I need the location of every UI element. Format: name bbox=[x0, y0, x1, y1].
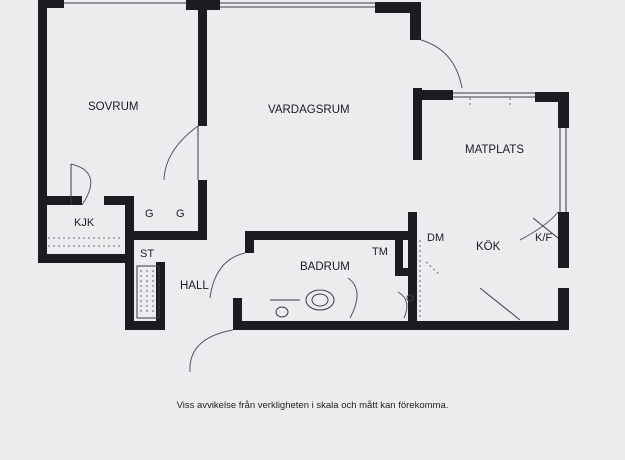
room-label-kjk: KJK bbox=[74, 217, 95, 229]
room-label-sovrum: SOVRUM bbox=[88, 101, 138, 113]
room-labels: SOVRUM VARDAGSRUM MATPLATS KJK G G ST HA… bbox=[74, 101, 552, 292]
room-label-hall: HALL bbox=[180, 280, 209, 292]
room-label-st: ST bbox=[140, 248, 154, 260]
room-label-kf: K/F bbox=[535, 232, 552, 244]
windows bbox=[64, 2, 567, 212]
disclaimer-caption: Viss avvikelse från verkligheten i skala… bbox=[176, 400, 449, 411]
room-label-tm: TM bbox=[372, 246, 388, 258]
room-label-kok: KÖK bbox=[476, 241, 501, 253]
room-label-g-1: G bbox=[145, 208, 154, 220]
room-label-badrum: BADRUM bbox=[300, 261, 350, 273]
room-label-matplats: MATPLATS bbox=[465, 144, 524, 156]
door-swings bbox=[70, 39, 559, 373]
fixtures bbox=[48, 98, 511, 319]
walls bbox=[38, 0, 569, 330]
room-label-dm: DM bbox=[427, 232, 444, 244]
room-label-vardagsrum: VARDAGSRUM bbox=[268, 104, 350, 116]
room-label-g-2: G bbox=[176, 208, 185, 220]
floor-plan: SOVRUM VARDAGSRUM MATPLATS KJK G G ST HA… bbox=[38, 0, 569, 373]
